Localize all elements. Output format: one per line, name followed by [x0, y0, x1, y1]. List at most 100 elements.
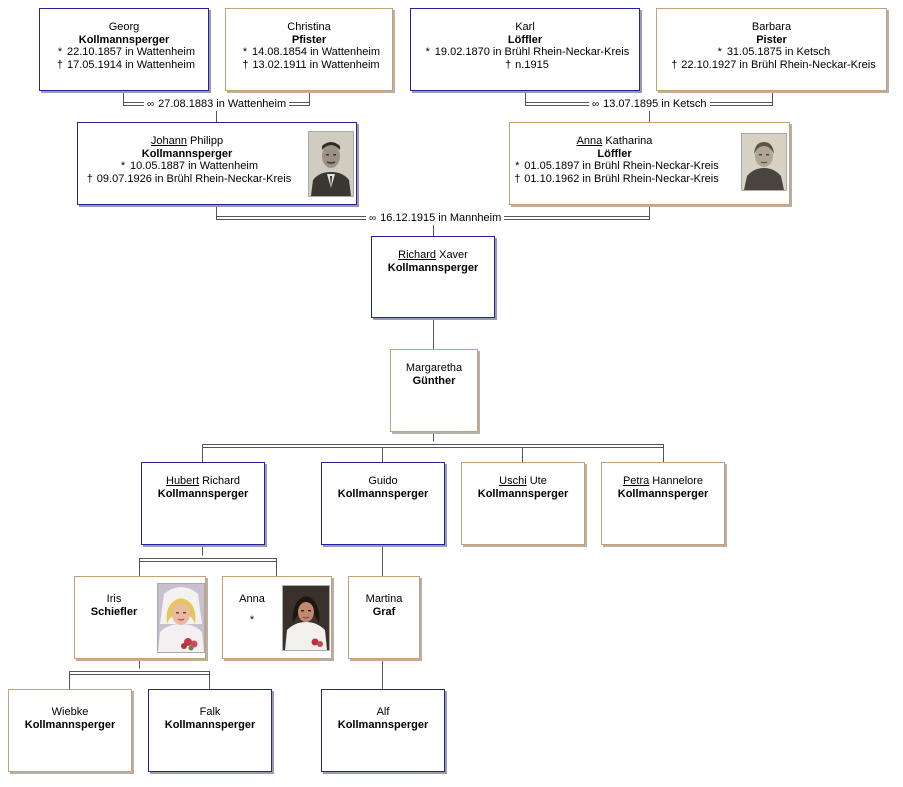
marriage-label-johann-anna: ∞16.12.1915 in Mannheim — [366, 212, 505, 225]
surname: Löffler — [597, 147, 632, 160]
marriage-date: 16.12.1915 in Mannheim — [380, 212, 502, 224]
person-box-guido[interactable]: Guido Kollmannsperger — [321, 462, 445, 545]
birth-date: 19.02.1870 in Brühl Rhein-Neckar-Kreis — [434, 46, 630, 58]
call-name: Uschi — [499, 475, 527, 487]
surname: Kollmannsperger — [387, 261, 479, 274]
birth-line: * 31.05.1875 in Ketsch — [657, 46, 886, 59]
death-date: 01.10.1962 in Brühl Rhein-Neckar-Kreis — [524, 172, 719, 185]
person-box-petra[interactable]: Petra Hannelore Kollmannsperger — [601, 462, 725, 545]
surname: Kollmannsperger — [157, 487, 249, 500]
given-name: Falk — [199, 706, 221, 718]
call-name: Johann — [150, 135, 187, 147]
given-name: Wiebke — [51, 706, 89, 718]
given-name-rest: Hannelore — [649, 475, 704, 487]
death-cross-icon: † — [86, 172, 93, 185]
birth-line: *14.08.1854 in Wattenheim — [226, 46, 392, 59]
death-line: †09.07.1926 in Brühl Rhein-Neckar-Kreis — [78, 173, 296, 186]
person-box-barbara[interactable]: Barbara Pister *31.05.1875 in Ketsch †22… — [656, 8, 887, 91]
death-date: 13.02.1911 in Wattenheim — [252, 58, 380, 71]
death-date: 17.05.1914 in Wattenheim — [66, 58, 195, 71]
surname: Kollmannsperger — [477, 487, 569, 500]
birth-date: 01.05.1897 in Brühl Rhein-Neckar-Kreis — [524, 160, 719, 172]
portrait-photo — [741, 133, 787, 191]
portrait-photo — [282, 585, 330, 651]
person-box-anna[interactable]: Anna * — [222, 576, 332, 659]
death-line: †n.1915 — [411, 59, 639, 72]
portrait-photo — [308, 131, 354, 197]
birth-symbol-icon: * — [717, 46, 722, 58]
surname: Kollmannsperger — [141, 147, 233, 160]
person-box-christina[interactable]: Christina Pfister *14.08.1854 in Wattenh… — [225, 8, 393, 91]
surname: Löffler — [507, 33, 543, 46]
death-cross-icon: † — [242, 58, 249, 71]
death-date: n.1915 — [515, 58, 549, 71]
surname: Kollmannsperger — [337, 718, 429, 731]
birth-line: *10.05.1887 in Wattenheim — [78, 160, 296, 173]
death-line: †13.02.1911 in Wattenheim — [226, 59, 392, 72]
death-line: †22.10.1927 in Brühl Rhein-Neckar-Kreis — [657, 59, 886, 72]
surname: Günther — [412, 374, 456, 387]
death-date: 22.10.1927 in Brühl Rhein-Neckar-Kreis — [681, 58, 876, 71]
person-box-anna-katharina[interactable]: Anna Katharina Löffler *01.05.1897 in Br… — [509, 122, 790, 205]
connector-margaretha-children — [202, 432, 664, 462]
person-box-hubert[interactable]: Hubert Richard Kollmannsperger — [141, 462, 265, 545]
birth-line: *01.05.1897 in Brühl Rhein-Neckar-Kreis — [496, 160, 733, 173]
given-name: Guido — [368, 475, 398, 487]
person-box-falk[interactable]: Falk Kollmannsperger — [148, 689, 272, 772]
given-name-rest: Katharina — [602, 135, 653, 147]
call-name: Richard — [398, 249, 437, 261]
given-name: Anna Katharina — [496, 135, 733, 148]
given-name-rest: Ute — [526, 475, 547, 487]
birth-date: 10.05.1887 in Wattenheim — [129, 160, 258, 172]
marriage-date: 27.08.1883 in Wattenheim — [158, 98, 287, 110]
given-name: Anna — [239, 593, 265, 605]
surname: Kollmannsperger — [337, 487, 429, 500]
surname: Pfister — [291, 33, 327, 46]
portrait-woman-image — [742, 134, 786, 190]
person-box-wiebke[interactable]: Wiebke Kollmannsperger — [8, 689, 132, 772]
given-name: Richard Xaver — [372, 249, 494, 262]
given-name: Karl — [515, 21, 535, 33]
person-box-iris[interactable]: Iris Schiefler — [74, 576, 206, 659]
birth-symbol-icon: * — [120, 160, 126, 172]
marriage-date: 13.07.1895 in Ketsch — [603, 98, 707, 110]
birth-date: 31.05.1875 in Ketsch — [726, 46, 831, 58]
person-box-martina[interactable]: Martina Graf — [348, 576, 420, 659]
marriage-rings-icon: ∞ — [147, 99, 155, 110]
death-date: 09.07.1926 in Brühl Rhein-Neckar-Kreis — [96, 172, 292, 185]
person-box-georg[interactable]: Georg Kollmannsperger *22.10.1857 in Wat… — [39, 8, 209, 91]
surname: Graf — [372, 605, 396, 618]
given-name: Iris — [106, 593, 122, 605]
given-name: Johann Philipp — [78, 135, 296, 148]
given-name: Hubert Richard — [142, 475, 264, 488]
person-box-johann[interactable]: Johann Philipp Kollmannsperger *10.05.18… — [77, 122, 357, 205]
person-box-margaretha[interactable]: Margaretha Günther — [390, 349, 478, 432]
death-line: †01.10.1962 in Brühl Rhein-Neckar-Kreis — [496, 173, 733, 186]
birth-line: * 19.02.1870 in Brühl Rhein-Neckar-Kreis — [411, 46, 639, 59]
person-box-alf[interactable]: Alf Kollmannsperger — [321, 689, 445, 772]
surname: Kollmannsperger — [617, 487, 709, 500]
death-cross-icon: † — [505, 58, 512, 71]
death-cross-icon: † — [56, 58, 64, 71]
given-name: Martina — [365, 593, 403, 605]
surname: Schiefler — [90, 605, 138, 618]
person-box-richard[interactable]: Richard Xaver Kollmannsperger — [371, 236, 495, 318]
marriage-rings-icon: ∞ — [369, 213, 377, 224]
birth-line: *22.10.1857 in Wattenheim — [40, 46, 208, 59]
given-name: Georg — [108, 21, 140, 33]
given-name-rest: Philipp — [187, 135, 224, 147]
death-cross-icon: † — [514, 172, 521, 185]
person-box-karl[interactable]: Karl Löffler * 19.02.1870 in Brühl Rhein-… — [410, 8, 640, 91]
given-name: Alf — [376, 706, 390, 718]
call-name: Hubert — [166, 475, 200, 487]
death-line: †17.05.1914 in Wattenheim — [40, 59, 208, 72]
portrait-photo — [157, 583, 205, 653]
connector-iris-children — [69, 659, 210, 689]
surname: Kollmannsperger — [164, 718, 256, 731]
surname: Kollmannsperger — [78, 33, 170, 46]
connector-hubert-children — [139, 545, 277, 576]
person-box-uschi[interactable]: Uschi Ute Kollmannsperger — [461, 462, 585, 545]
birth-date: 22.10.1857 in Wattenheim — [66, 46, 195, 58]
birth-symbol-icon: * — [425, 46, 430, 58]
birth-symbol-icon: * — [242, 46, 248, 58]
